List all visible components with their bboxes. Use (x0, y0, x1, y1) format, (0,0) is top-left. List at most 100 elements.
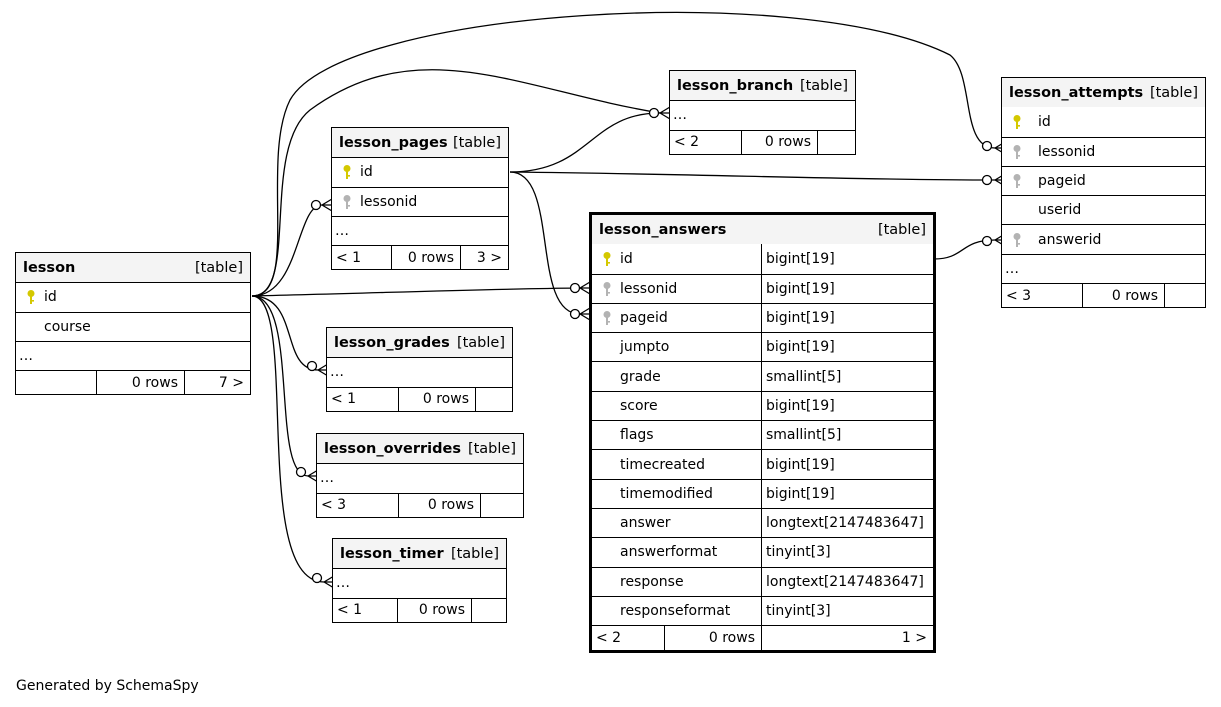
parents-count (16, 371, 97, 395)
table-lesson[interactable]: lesson [table] id course … 0 rows 7 > (15, 252, 251, 396)
column-type: bigint[19] (766, 310, 835, 327)
primary-key-icon (20, 289, 42, 305)
column-type: bigint[19] (766, 485, 835, 502)
more-columns: … (333, 568, 506, 597)
table-kind: [table] (194, 259, 243, 276)
column-type: tinyint[3] (766, 603, 831, 619)
children-count (476, 388, 512, 411)
parents-count: < 3 (317, 493, 399, 517)
column-name: flags (620, 427, 654, 444)
column-name: score (620, 397, 658, 414)
column-type: bigint[19] (766, 280, 835, 297)
table-lesson_grades[interactable]: lesson_grades [table] … < 1 0 rows (326, 327, 513, 412)
column-type: tinyint[3] (766, 544, 831, 561)
column-row: id (16, 282, 250, 311)
link-lesson-to-lesson_attempts (251, 11, 996, 297)
column-name: answer (620, 515, 671, 532)
row-count: 0 rows (742, 130, 818, 154)
link-lesson-to-lesson_answers (251, 287, 581, 297)
row-count: 0 rows (1083, 284, 1165, 308)
column-row: pageid bigint[19] (592, 302, 933, 333)
column-row: lessonid (1002, 136, 1205, 166)
column-row: lessonid (332, 186, 508, 216)
table-header: lesson_answers [table] (592, 215, 933, 245)
row-count: 0 rows (399, 387, 476, 411)
link-lesson-to-lesson_branch (251, 69, 661, 297)
link-lesson_pages-to-lesson_branch (509, 112, 661, 173)
table-kind: [table] (799, 77, 848, 94)
column-row: answer longtext[2147483647] (592, 507, 933, 538)
table-header: lesson_pages [table] (332, 128, 508, 158)
table-footer: < 1 0 rows (333, 597, 506, 622)
column-type: bigint[19] (766, 456, 835, 473)
children-count: 7 > (218, 374, 244, 391)
column-type: bigint[19] (766, 250, 835, 267)
children-count (472, 599, 506, 622)
table-name: lesson_answers (599, 221, 727, 238)
table-name: lesson (23, 259, 76, 276)
more-columns: … (1002, 253, 1205, 283)
row-count: 0 rows (399, 493, 481, 517)
column-name: answerid (1038, 231, 1102, 248)
column-row: answerid (1002, 224, 1205, 253)
column-type: longtext[2147483647] (766, 515, 924, 532)
row-count: 0 rows (392, 246, 461, 270)
table-lesson_overrides[interactable]: lesson_overrides [table] … < 3 0 rows (316, 433, 524, 518)
table-header: lesson_grades [table] (327, 328, 512, 358)
table-name: lesson_timer (340, 545, 444, 562)
column-type: bigint[19] (766, 397, 835, 414)
column-name: course (44, 318, 91, 335)
column-name: pageid (620, 310, 668, 327)
table-kind: [table] (452, 134, 501, 151)
table-footer: 0 rows 7 > (16, 370, 250, 395)
table-lesson_timer[interactable]: lesson_timer [table] … < 1 0 rows (332, 538, 507, 623)
table-footer: < 1 0 rows (327, 386, 512, 411)
foreign-key-icon (596, 281, 618, 297)
column-name: lessonid (620, 280, 678, 297)
column-row: pageid (1002, 165, 1205, 195)
table-name: lesson_branch (677, 77, 794, 94)
more-columns: … (16, 340, 250, 370)
column-name: jumpto (620, 339, 670, 356)
table-footer: < 3 0 rows (317, 492, 523, 517)
foreign-key-icon (596, 310, 618, 326)
table-lesson_pages[interactable]: lesson_pages [table] id lessonid … < 1 0… (331, 127, 509, 271)
link-lesson-to-lesson_grades (251, 295, 319, 371)
table-kind: [table] (1149, 84, 1198, 101)
table-kind: [table] (456, 334, 505, 351)
foreign-key-icon (1006, 144, 1028, 160)
parents-count: < 2 (670, 130, 742, 154)
table-header: lesson [table] (16, 253, 250, 283)
children-count (1165, 284, 1205, 307)
column-name: timemodified (620, 485, 713, 502)
column-type: smallint[5] (766, 368, 842, 385)
table-header: lesson_attempts [table] (1002, 78, 1205, 108)
primary-key-icon (596, 251, 618, 267)
table-name: lesson_pages (339, 134, 448, 151)
table-lesson_branch[interactable]: lesson_branch [table] … < 2 0 rows (669, 70, 856, 155)
parents-count: < 2 (592, 626, 665, 651)
column-row: responseformat tinyint[3] (592, 595, 933, 626)
column-name: responseformat (620, 603, 731, 619)
foreign-key-icon (1006, 232, 1028, 248)
parents-count: < 1 (332, 246, 392, 270)
table-footer: < 2 0 rows 1 > (592, 625, 933, 651)
foreign-key-icon (1006, 173, 1028, 189)
row-count: 0 rows (398, 598, 472, 622)
table-name: lesson_attempts (1009, 84, 1144, 101)
table-kind: [table] (450, 545, 499, 562)
table-footer: < 2 0 rows (670, 129, 855, 154)
more-columns: … (332, 215, 508, 245)
children-count (818, 131, 855, 154)
generator-credit: Generated by SchemaSpy (16, 678, 199, 694)
primary-key-icon (1006, 114, 1028, 130)
link-lesson-to-lesson_timer (251, 295, 325, 583)
